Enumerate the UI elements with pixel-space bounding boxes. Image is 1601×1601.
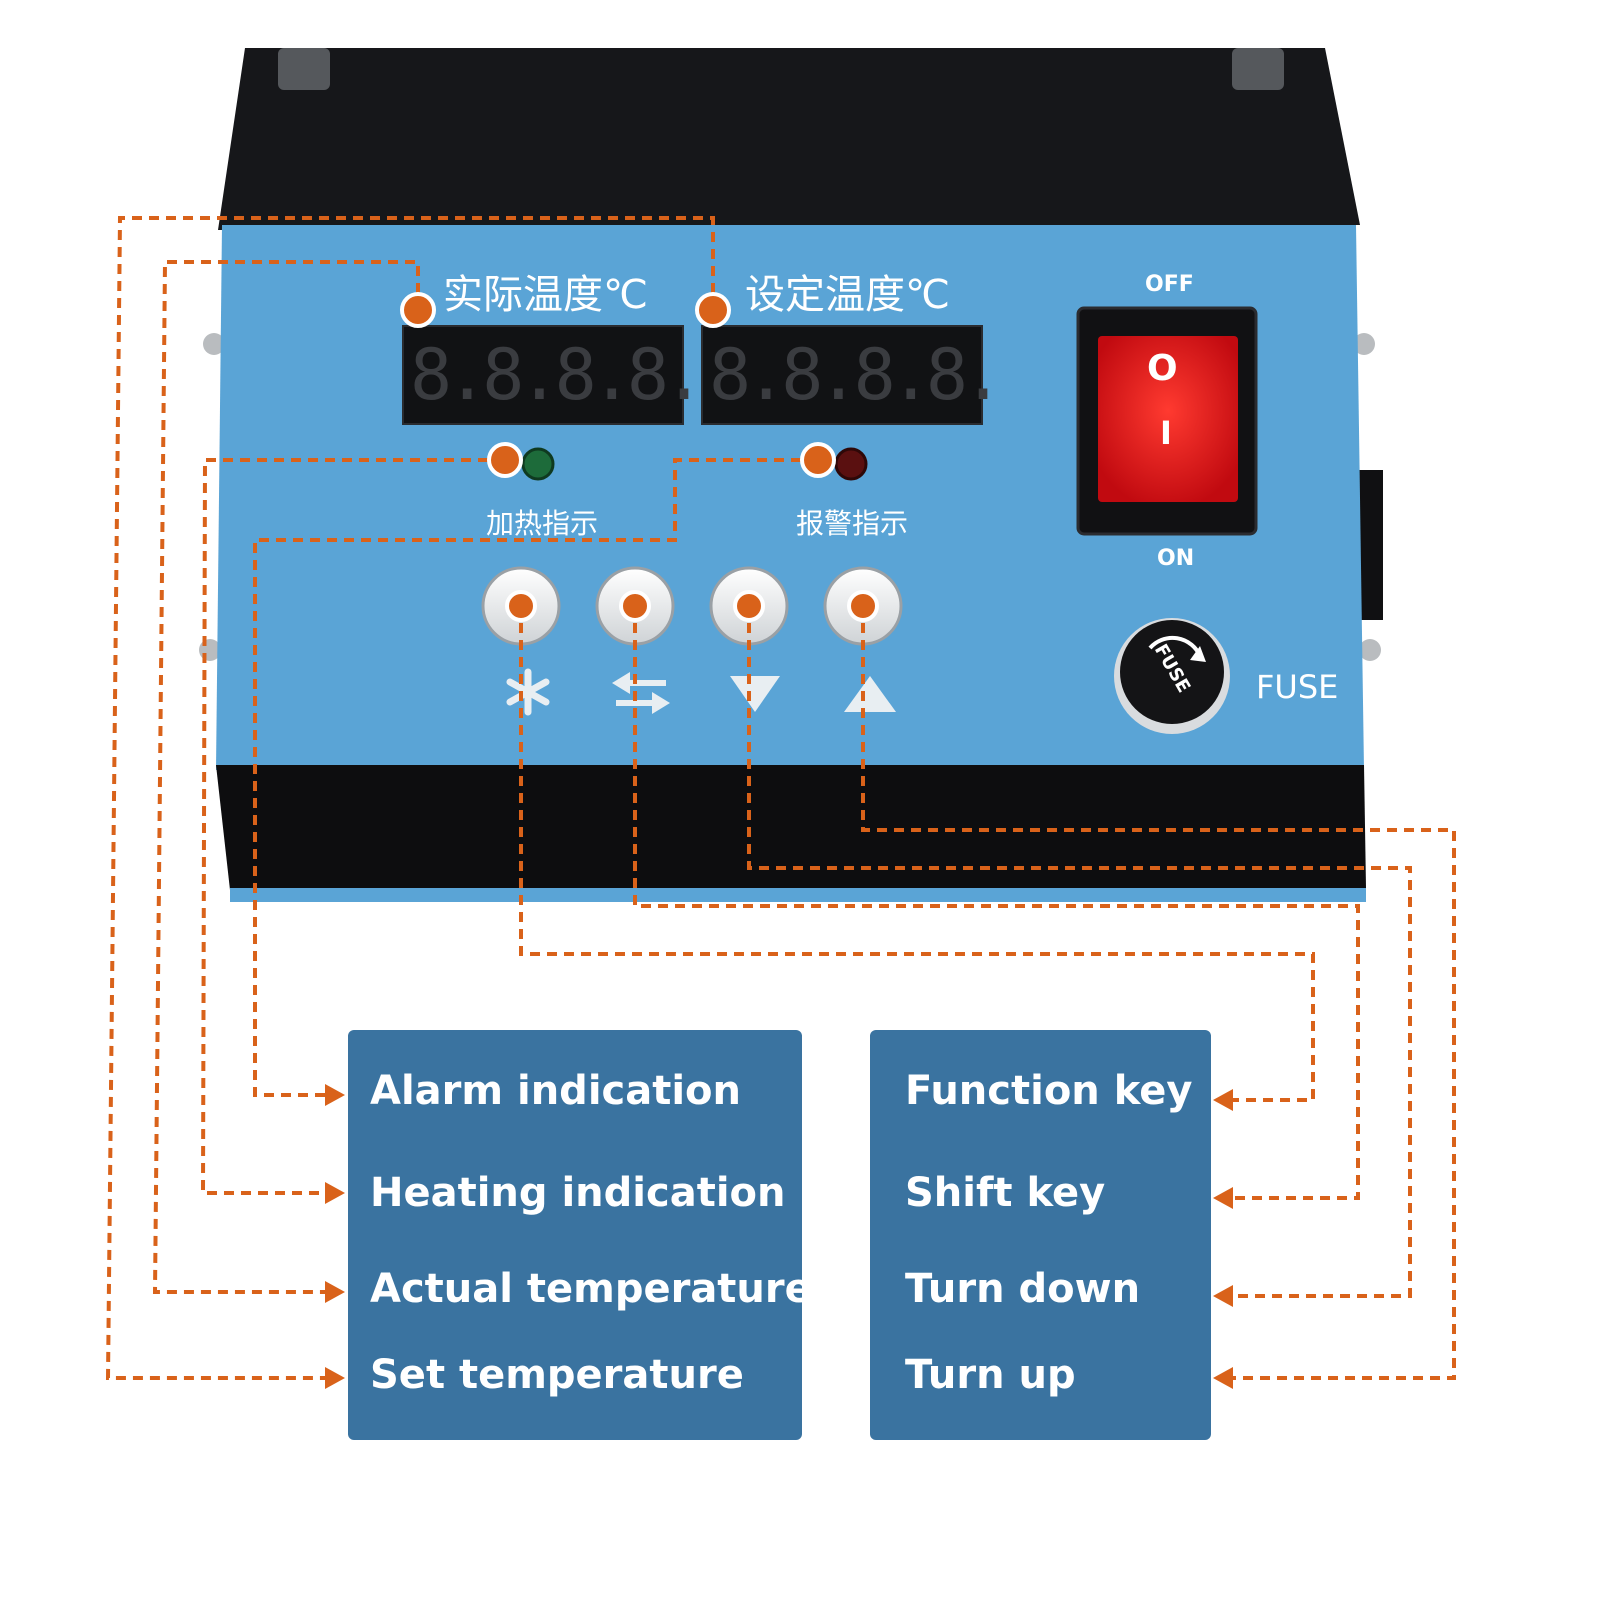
label-function-key: Function key (905, 1068, 1193, 1114)
actual-temp-label: 实际温度℃ (443, 272, 648, 318)
label-turn-down: Turn down (905, 1266, 1141, 1312)
turn-up-triangle-icon (844, 676, 896, 712)
function-asterisk-icon (506, 668, 550, 716)
button-labels-box (870, 1030, 1211, 1440)
actual-temp-readout: 8.8.8.8. (410, 334, 705, 416)
callout-arrowheads (325, 1084, 1233, 1389)
dot-function-key (505, 590, 537, 622)
fuse-arrow-head (1190, 646, 1206, 662)
arrowhead-heating (325, 1182, 345, 1204)
alarm-led-label: 报警指示 (796, 507, 909, 540)
label-set-temperature: Set temperature (370, 1352, 744, 1398)
fuse-holder-cap[interactable] (1120, 620, 1224, 724)
fuse-label: FUSE (1256, 668, 1339, 706)
dot-set-temperature (695, 292, 731, 328)
set-temp-display (701, 325, 983, 425)
alarm-led (834, 447, 868, 481)
switch-off-label: OFF (1145, 272, 1194, 297)
callout-set-temperature (105, 216, 715, 1380)
switch-on-symbol: I (1160, 414, 1172, 452)
screw-right-bottom (1359, 639, 1381, 661)
label-shift-key: Shift key (905, 1170, 1106, 1216)
turn-down-triangle-icon (730, 676, 780, 712)
callout-shift-key (633, 606, 1360, 1200)
dot-shift-key (619, 590, 651, 622)
arrowhead-actual (325, 1281, 345, 1303)
arrowhead-up (1213, 1367, 1233, 1389)
dot-actual-temperature (400, 292, 436, 328)
heating-led (521, 447, 555, 481)
arrowhead-alarm (325, 1084, 345, 1106)
dot-turn-down (733, 590, 765, 622)
label-alarm-indication: Alarm indication (370, 1068, 742, 1114)
label-turn-up: Turn up (905, 1352, 1076, 1398)
screw-left-top (203, 333, 225, 355)
arrowhead-function (1213, 1089, 1233, 1111)
housing-bevel (218, 48, 1360, 230)
left-post (278, 48, 330, 90)
label-heating-indication: Heating indication (370, 1170, 786, 1216)
right-post (1232, 48, 1284, 90)
set-temp-readout: 8.8.8.8. (709, 334, 1004, 416)
callout-function-key (519, 606, 1315, 1102)
bottom-edge (230, 888, 1366, 902)
dot-heating-led (487, 442, 523, 478)
switch-off-symbol: O (1147, 348, 1178, 389)
callout-turn-down (747, 606, 1412, 1298)
heating-led-label: 加热指示 (486, 507, 599, 540)
shift-arrows-icon (612, 672, 670, 714)
bottom-strip (216, 765, 1366, 890)
fuse-arrow-icon (1148, 635, 1202, 657)
callout-lines (105, 216, 1456, 1380)
actual-temp-display (402, 325, 684, 425)
set-temp-label: 设定温度℃ (745, 272, 950, 318)
screw-right-top (1353, 333, 1375, 355)
label-actual-temperature: Actual temperature (370, 1266, 812, 1312)
arrowhead-set (325, 1367, 345, 1389)
callout-alarm-indication (253, 458, 818, 1097)
arrowhead-shift (1213, 1187, 1233, 1209)
power-switch-rocker[interactable] (1098, 336, 1238, 502)
switch-on-label: ON (1157, 546, 1195, 571)
dot-turn-up (847, 590, 879, 622)
arrowhead-down (1213, 1285, 1233, 1307)
callout-dots (400, 292, 879, 622)
callout-heating-indication (200, 458, 505, 1195)
display-labels-box (348, 1030, 802, 1440)
dot-alarm-led (800, 442, 836, 478)
